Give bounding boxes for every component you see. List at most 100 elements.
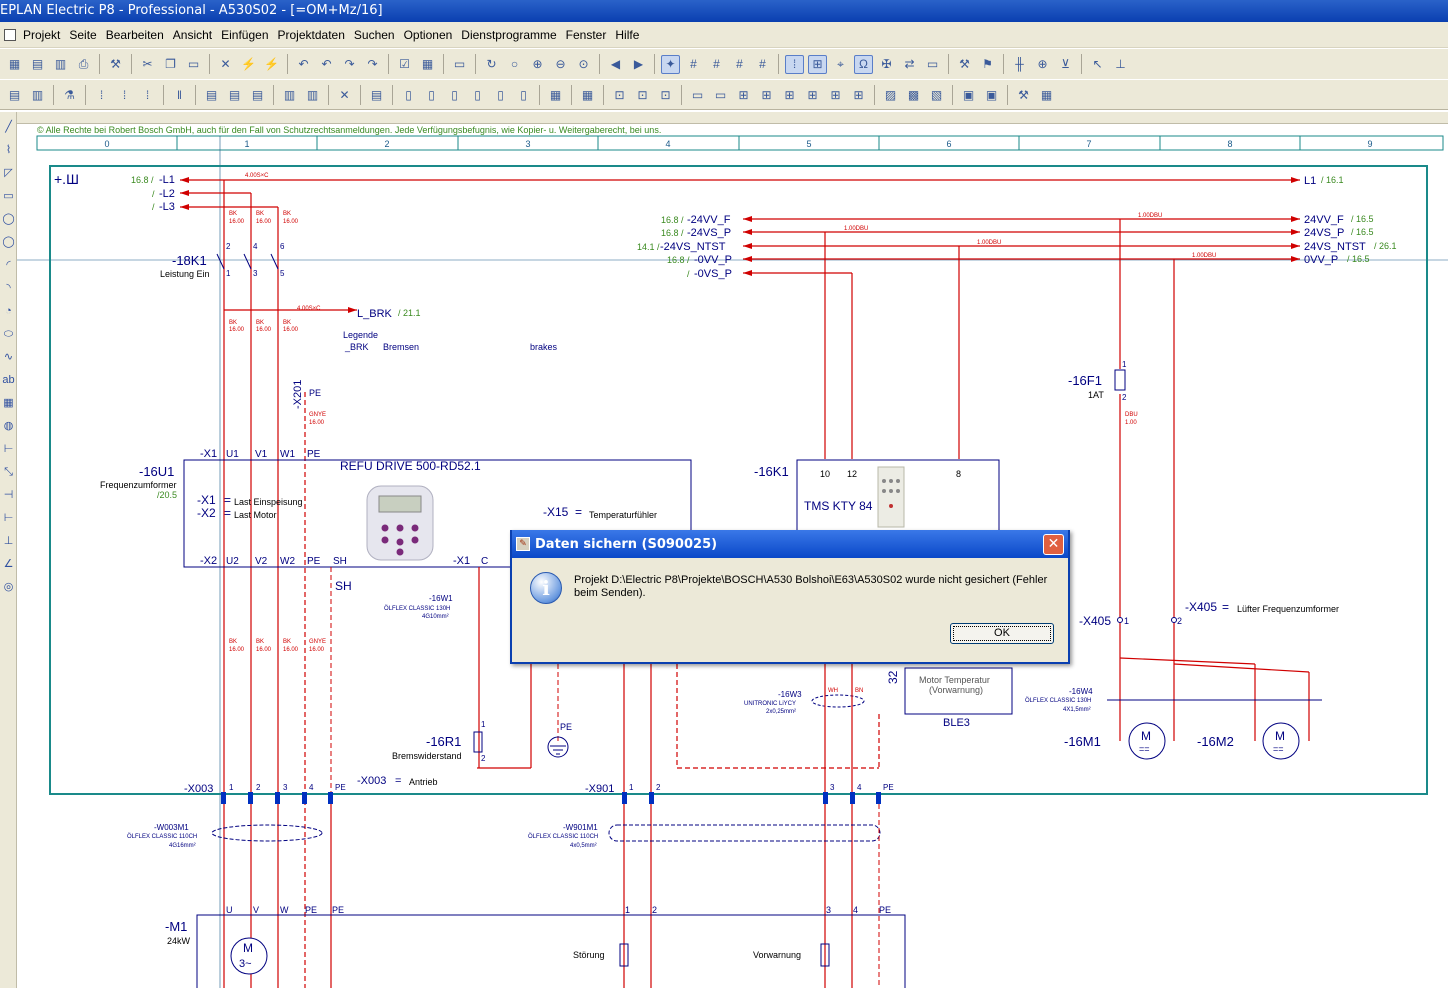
num-c-icon[interactable]: ⁞ bbox=[145, 87, 150, 102]
undo-list-icon[interactable]: ↶ bbox=[321, 57, 332, 71]
schematic-canvas[interactable]: © Alle Rechte bei Robert Bosch GmbH, auc… bbox=[17, 124, 1448, 988]
report-b-icon[interactable]: ▦ bbox=[581, 87, 594, 102]
symbol-i-icon[interactable]: ⊞ bbox=[807, 87, 818, 102]
menu-hilfe[interactable]: Hilfe bbox=[615, 27, 640, 42]
menu-dienstprogramme[interactable]: Dienstprogramme bbox=[461, 27, 557, 42]
struct-f-icon[interactable]: ✕ bbox=[339, 87, 350, 102]
table-icon[interactable]: ▦ bbox=[421, 57, 434, 71]
arc-c-icon[interactable]: ◔ bbox=[5, 305, 12, 317]
struct-d-icon[interactable]: ▥ bbox=[283, 87, 296, 102]
copy-project-icon[interactable]: ▥ bbox=[54, 57, 67, 71]
struct-g-icon[interactable]: ▤ bbox=[370, 87, 383, 102]
grid-d-icon[interactable]: # bbox=[759, 57, 766, 71]
paste-icon[interactable]: ▭ bbox=[187, 57, 200, 71]
symbol-h-icon[interactable]: ⊞ bbox=[784, 87, 795, 102]
check-icon[interactable]: ☑ bbox=[399, 57, 410, 71]
tool-a-icon[interactable]: ⚡ bbox=[241, 57, 256, 71]
dimension-e-icon[interactable]: ⊥ bbox=[3, 535, 14, 547]
grid-b-icon[interactable]: # bbox=[713, 57, 720, 71]
tool-k-icon[interactable]: ⊥ bbox=[1115, 57, 1126, 71]
page-b-icon[interactable]: ▥ bbox=[31, 87, 44, 102]
num-b-icon[interactable]: ⁞ bbox=[122, 87, 127, 102]
tool-e-icon[interactable]: ▭ bbox=[926, 57, 939, 71]
frame-a-icon[interactable]: ▣ bbox=[962, 87, 975, 102]
tool-f-icon[interactable]: ⚒ bbox=[959, 57, 970, 71]
undo-icon[interactable]: ↶ bbox=[298, 57, 309, 71]
forward-icon[interactable]: ▶ bbox=[633, 57, 644, 71]
back-icon[interactable]: ◀ bbox=[610, 57, 621, 71]
symbol-d-icon[interactable]: ▭ bbox=[691, 87, 704, 102]
monitor-icon[interactable]: ▭ bbox=[453, 57, 466, 71]
menu-suchen[interactable]: Suchen bbox=[353, 27, 395, 42]
insert-point-icon[interactable]: ⌖ bbox=[837, 56, 844, 71]
arc-a-icon[interactable]: ◜ bbox=[6, 259, 11, 271]
dimension-c-icon[interactable]: ⊣ bbox=[3, 489, 14, 501]
num-a-icon[interactable]: ⁞ bbox=[99, 87, 104, 102]
dimension-b-icon[interactable]: ⤡ bbox=[4, 466, 13, 478]
circle-a-icon[interactable]: ◯ bbox=[2, 213, 15, 225]
symbol-e-icon[interactable]: ▭ bbox=[714, 87, 727, 102]
zoom-window-icon[interactable]: ○ bbox=[510, 57, 519, 71]
redo-list-icon[interactable]: ↷ bbox=[367, 57, 378, 71]
hatch-c-icon[interactable]: ▧ bbox=[930, 87, 943, 102]
struct-b-icon[interactable]: ▤ bbox=[228, 87, 241, 102]
copy-icon[interactable]: ❐ bbox=[165, 57, 176, 71]
hatch-b-icon[interactable]: ▩ bbox=[907, 87, 920, 102]
parts-icon[interactable]: ▦ bbox=[1040, 87, 1053, 102]
tool-h-icon[interactable]: ╫ bbox=[1015, 57, 1024, 71]
grid-c-icon[interactable]: # bbox=[736, 57, 743, 71]
cart-icon[interactable]: ⚒ bbox=[1018, 87, 1029, 102]
line-icon[interactable]: ╱ bbox=[5, 121, 12, 133]
document-icon[interactable] bbox=[4, 28, 16, 41]
object-snap-icon[interactable]: ⊞ bbox=[808, 54, 827, 74]
symbol-k-icon[interactable]: ⊞ bbox=[853, 87, 864, 102]
snap-icon[interactable]: ✦ bbox=[661, 54, 680, 74]
omega-icon[interactable]: Ω bbox=[854, 54, 873, 74]
grid-a-icon[interactable]: # bbox=[690, 57, 697, 71]
menu-projekt[interactable]: Projekt bbox=[23, 27, 61, 42]
menu-optionen[interactable]: Optionen bbox=[403, 27, 453, 42]
wrench-icon[interactable]: ⚒ bbox=[110, 57, 121, 71]
tool-c-icon[interactable]: ✠ bbox=[881, 57, 892, 71]
page-a-icon[interactable]: ▤ bbox=[8, 87, 21, 102]
report-a-icon[interactable]: ▦ bbox=[549, 87, 562, 102]
image-icon[interactable]: ▦ bbox=[3, 397, 14, 409]
doc-d-icon[interactable]: ▯ bbox=[474, 87, 481, 102]
print-icon[interactable]: ⎙ bbox=[78, 56, 89, 71]
menu-fenster[interactable]: Fenster bbox=[565, 27, 607, 42]
symbol-a-icon[interactable]: ⊡ bbox=[614, 87, 625, 102]
frame-b-icon[interactable]: ▣ bbox=[985, 87, 998, 102]
doc-f-icon[interactable]: ▯ bbox=[520, 87, 527, 102]
tool-j-icon[interactable]: ⊻ bbox=[1061, 57, 1070, 71]
hatch-a-icon[interactable]: ▨ bbox=[884, 87, 897, 102]
menu-einfuegen[interactable]: Einfügen bbox=[221, 27, 269, 42]
doc-a-icon[interactable]: ▯ bbox=[405, 87, 412, 102]
zoom-100-icon[interactable]: ⊙ bbox=[578, 57, 589, 71]
arc-b-icon[interactable]: ◝ bbox=[6, 282, 11, 294]
symbol-c-icon[interactable]: ⊡ bbox=[660, 87, 671, 102]
zoom-in-icon[interactable]: ⊕ bbox=[532, 57, 543, 71]
doc-b-icon[interactable]: ▯ bbox=[428, 87, 435, 102]
close-button[interactable]: ✕ bbox=[1043, 534, 1064, 555]
bars-icon[interactable]: ‖ bbox=[177, 87, 182, 102]
tool-i-icon[interactable]: ⊕ bbox=[1037, 57, 1048, 71]
menu-projektdaten[interactable]: Projektdaten bbox=[277, 27, 345, 42]
text-icon[interactable]: ab bbox=[2, 374, 15, 386]
open-project-icon[interactable]: ▤ bbox=[31, 57, 44, 71]
radius-icon[interactable]: ◎ bbox=[3, 581, 14, 593]
new-project-icon[interactable]: ▦ bbox=[8, 57, 21, 71]
delete-icon[interactable]: ✕ bbox=[220, 57, 231, 71]
symbol-g-icon[interactable]: ⊞ bbox=[761, 87, 772, 102]
struct-a-icon[interactable]: ▤ bbox=[205, 87, 218, 102]
symbol-j-icon[interactable]: ⊞ bbox=[830, 87, 841, 102]
dimension-a-icon[interactable]: ⊢ bbox=[3, 443, 14, 455]
struct-e-icon[interactable]: ▥ bbox=[306, 87, 319, 102]
refresh-icon[interactable]: ↻ bbox=[486, 57, 497, 71]
symbol-b-icon[interactable]: ⊡ bbox=[637, 87, 648, 102]
doc-c-icon[interactable]: ▯ bbox=[451, 87, 458, 102]
menu-seite[interactable]: Seite bbox=[69, 27, 97, 42]
tool-g-icon[interactable]: ⚑ bbox=[982, 57, 993, 71]
zoom-out-icon[interactable]: ⊖ bbox=[555, 57, 566, 71]
dimension-d-icon[interactable]: ⊢ bbox=[3, 512, 14, 524]
cursor-icon[interactable]: ↖ bbox=[1092, 57, 1103, 71]
